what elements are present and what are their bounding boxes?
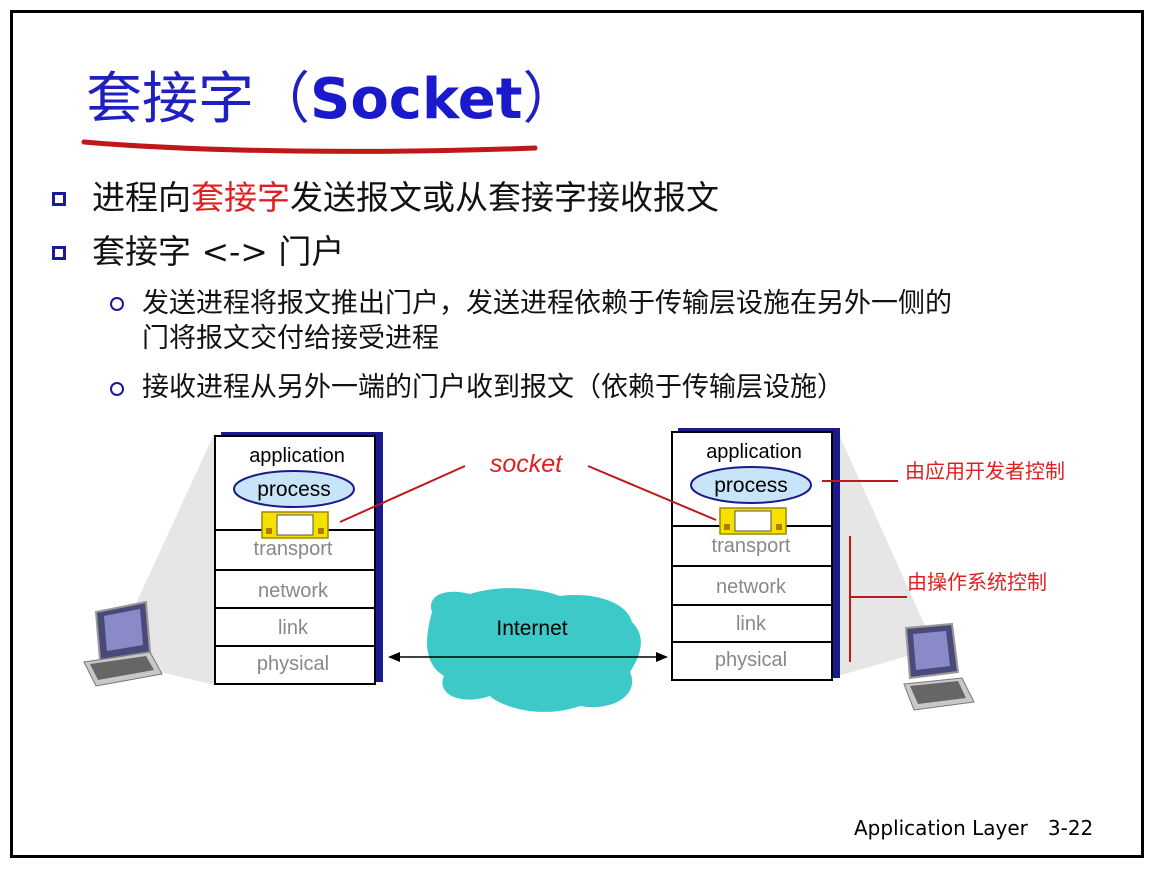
right-process-ellipse bbox=[690, 466, 812, 504]
left-process-ellipse bbox=[233, 470, 355, 508]
sub-bullet-1-line1: 发送进程将报文推出门户，发送进程依赖于传输层设施在另外一侧的 bbox=[142, 288, 952, 319]
right-transport-label: transport bbox=[712, 535, 791, 557]
right-computer-icon bbox=[903, 622, 975, 711]
internet-cloud bbox=[427, 588, 641, 712]
right-protocol-stack: application process transport network li… bbox=[671, 428, 840, 681]
socket-pointer-right bbox=[587, 465, 717, 521]
right-process-label: process bbox=[714, 474, 788, 497]
left-network-label: network bbox=[258, 580, 329, 602]
square-bullet-icon bbox=[52, 192, 66, 206]
slide-title: 套接字（Socket） bbox=[86, 67, 579, 132]
internet-label: Internet bbox=[496, 617, 567, 640]
left-process-label: process bbox=[257, 478, 331, 501]
left-protocol-stack: application process transport network li… bbox=[214, 432, 383, 685]
left-link-label: link bbox=[278, 617, 309, 639]
socket-pointer-left bbox=[339, 465, 466, 523]
footer-label: Application Layer bbox=[854, 816, 1028, 840]
sub-bullet-2: 接收进程从另外一端的门户收到报文（依赖于传输层设施） bbox=[142, 372, 844, 403]
right-network-label: network bbox=[716, 576, 787, 598]
circle-bullet-icon bbox=[110, 297, 124, 311]
socket-label: socket bbox=[490, 450, 563, 478]
right-physical-label: physical bbox=[715, 649, 787, 671]
annotation-os: 由操作系统控制 bbox=[907, 570, 1047, 594]
slide-frame bbox=[10, 10, 1144, 858]
square-bullet-icon bbox=[52, 246, 66, 260]
left-application-label: application bbox=[249, 445, 345, 467]
left-physical-label: physical bbox=[257, 653, 329, 675]
slide-footer: Application Layer 3-22 bbox=[854, 816, 1093, 840]
circle-bullet-icon bbox=[110, 382, 124, 396]
annotation-app: 由应用开发者控制 bbox=[905, 459, 1065, 483]
right-cone bbox=[838, 432, 935, 676]
title-underline bbox=[81, 139, 538, 154]
left-computer-icon bbox=[83, 600, 163, 687]
bullet-2: 套接字 <-> 门户 bbox=[92, 232, 345, 271]
right-link-label: link bbox=[736, 613, 767, 635]
left-transport-label: transport bbox=[254, 538, 333, 560]
page-number: 3-22 bbox=[1047, 816, 1094, 840]
bullet-1: 进程向套接字发送报文或从套接字接收报文 bbox=[92, 178, 719, 217]
right-application-label: application bbox=[706, 441, 802, 463]
sub-bullet-1-line2: 门将报文交付给接受进程 bbox=[142, 323, 439, 354]
